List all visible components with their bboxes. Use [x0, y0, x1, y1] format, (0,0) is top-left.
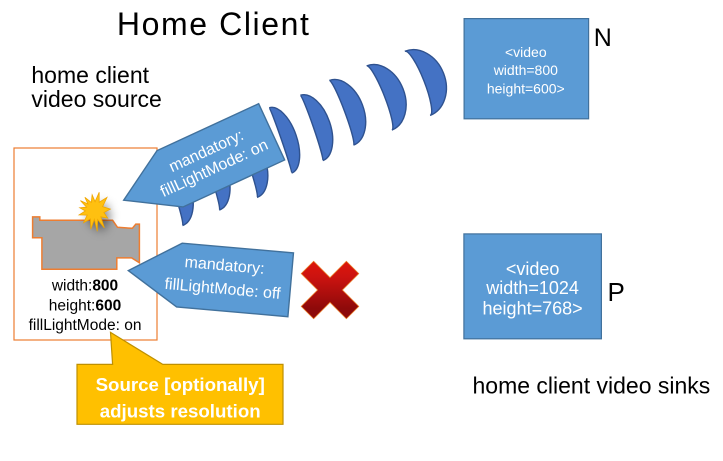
svg-text:fillLightMode: on: fillLightMode: on — [29, 317, 142, 334]
svg-text:width:800: width:800 — [51, 277, 118, 294]
svg-text:home client video sinks: home client video sinks — [473, 373, 711, 399]
svg-text:width=1024: width=1024 — [485, 278, 579, 298]
svg-text:<video: <video — [505, 44, 547, 60]
svg-text:adjusts resolution: adjusts resolution — [100, 400, 261, 421]
svg-text:height:600: height:600 — [49, 298, 121, 315]
svg-text:P: P — [608, 277, 625, 307]
svg-text:video source: video source — [31, 86, 161, 112]
svg-text:<video: <video — [506, 259, 560, 279]
svg-text:N: N — [594, 24, 612, 52]
svg-text:height=768>: height=768> — [483, 299, 583, 319]
svg-text:Source [optionally]: Source [optionally] — [96, 374, 265, 395]
svg-text:home client: home client — [31, 62, 149, 88]
svg-text:mandatory:: mandatory: — [184, 254, 265, 278]
svg-text:width=800: width=800 — [493, 62, 558, 78]
svg-text:Home Client: Home Client — [117, 6, 311, 42]
svg-text:height=600>: height=600> — [487, 80, 565, 96]
